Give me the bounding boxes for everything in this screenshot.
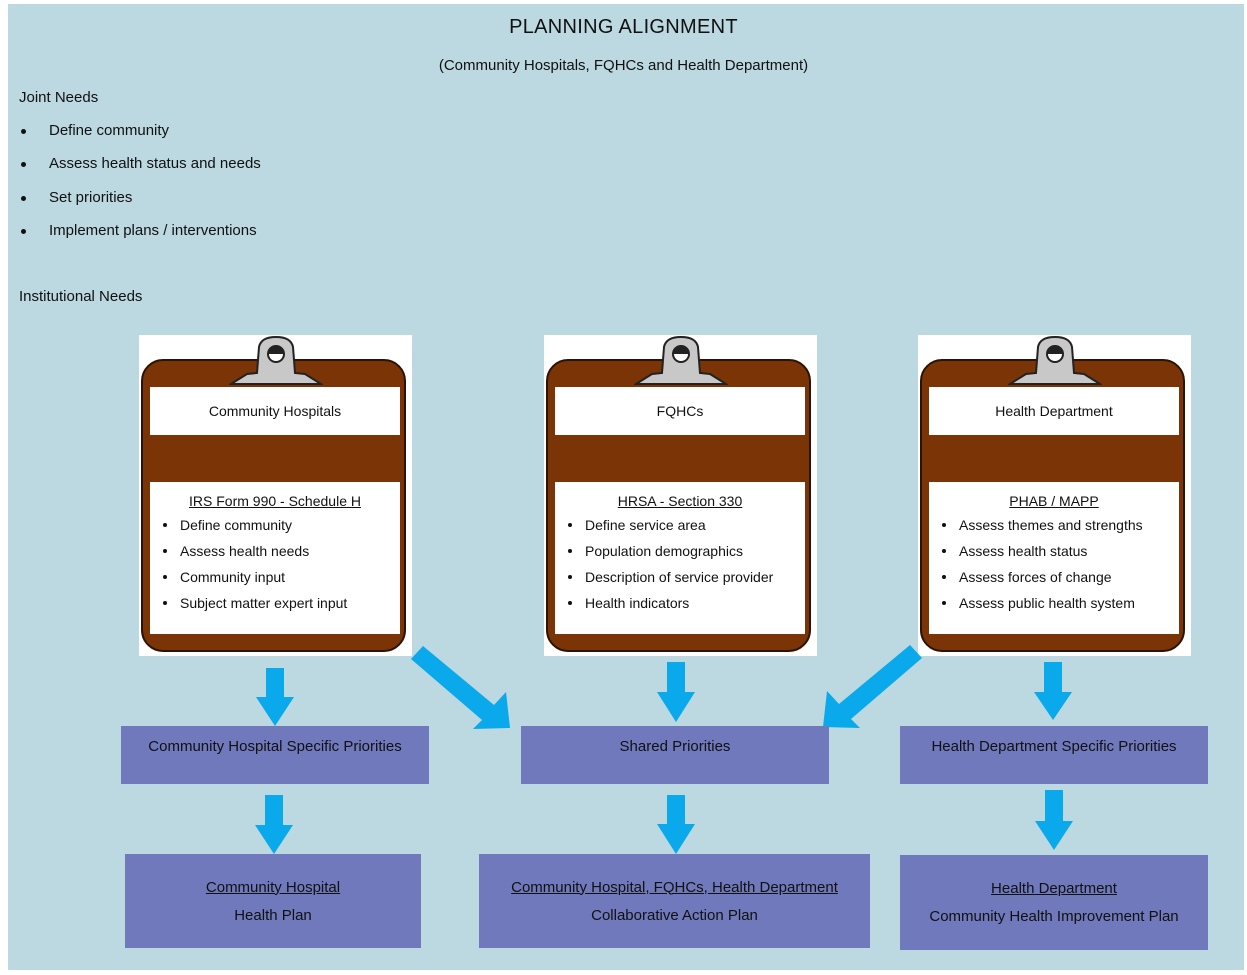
list-item: Subject matter expert input xyxy=(150,590,400,616)
collaborative-plan-box: Community Hospital, FQHCs, Health Depart… xyxy=(479,854,870,948)
clipboard-subheading: HRSA - Section 330 xyxy=(617,493,743,509)
health-department-plan-text: Community Health Improvement Plan xyxy=(929,908,1179,925)
joint-needs-list: Define community Assess health status an… xyxy=(19,120,261,253)
arrow-down-icon xyxy=(657,662,695,722)
list-item: Define community xyxy=(150,512,400,538)
page-subtitle: (Community Hospitals, FQHCs and Health D… xyxy=(438,57,809,74)
clipboard-clasp-icon xyxy=(1008,335,1102,385)
clipboard-title: Community Hospitals xyxy=(150,387,400,435)
arrow-down-icon xyxy=(1035,790,1073,850)
hospital-plan-box: Community Hospital Health Plan xyxy=(125,854,421,948)
list-item: Assess public health system xyxy=(929,590,1179,616)
clipboard-fqhcs: FQHCs HRSA - Section 330 Define service … xyxy=(544,335,817,656)
list-item: Assess health needs xyxy=(150,538,400,564)
list-item: Define community xyxy=(19,120,261,153)
list-item: Population demographics xyxy=(555,538,805,564)
hospital-plan-title: Community Hospital xyxy=(205,878,341,896)
clipboard-health-department: Health Department PHAB / MAPP Assess the… xyxy=(918,335,1191,656)
clipboard-content: PHAB / MAPP Assess themes and strengths … xyxy=(929,482,1179,634)
list-item: Community input xyxy=(150,564,400,590)
health-department-plan-box: Health Department Community Health Impro… xyxy=(900,855,1208,950)
arrow-down-icon xyxy=(1034,662,1072,720)
list-item: Description of service provider xyxy=(555,564,805,590)
clipboard-clasp-icon xyxy=(229,335,323,385)
list-item: Define service area xyxy=(555,512,805,538)
clipboard-title: FQHCs xyxy=(555,387,805,435)
arrow-diagonal-icon xyxy=(823,645,922,728)
list-item: Assess forces of change xyxy=(929,564,1179,590)
clipboard-content: HRSA - Section 330 Define service area P… xyxy=(555,482,805,634)
list-item: Health indicators xyxy=(555,590,805,616)
shared-priorities-label: Shared Priorities xyxy=(619,738,731,755)
hospital-plan-text: Health Plan xyxy=(234,906,312,924)
hospital-priorities-label: Community Hospital Specific Priorities xyxy=(148,738,402,755)
list-item: Assess health status xyxy=(929,538,1179,564)
arrow-down-icon xyxy=(657,795,695,854)
institutional-needs-heading: Institutional Needs xyxy=(19,288,143,305)
health-department-priorities-label: Health Department Specific Priorities xyxy=(931,738,1177,755)
arrow-down-icon xyxy=(256,668,294,726)
clipboard-subheading: IRS Form 990 - Schedule H xyxy=(189,493,361,509)
clipboard-title: Health Department xyxy=(929,387,1179,435)
arrow-diagonal-icon xyxy=(411,646,510,729)
clipboard-clasp-icon xyxy=(634,335,728,385)
list-item: Set priorities xyxy=(19,187,261,220)
hospital-priorities-box: Community Hospital Specific Priorities xyxy=(121,726,429,784)
clipboard-subheading: PHAB / MAPP xyxy=(1009,493,1099,509)
shared-priorities-box: Shared Priorities xyxy=(521,726,829,784)
arrow-down-icon xyxy=(255,795,293,854)
list-item: Implement plans / interventions xyxy=(19,220,261,253)
joint-needs-heading: Joint Needs xyxy=(19,89,99,106)
clipboard-content: IRS Form 990 - Schedule H Define communi… xyxy=(150,482,400,634)
collaborative-plan-title: Community Hospital, FQHCs, Health Depart… xyxy=(511,878,838,896)
list-item: Assess themes and strengths xyxy=(929,512,1179,538)
list-item: Assess health status and needs xyxy=(19,153,261,186)
collaborative-plan-text: Collaborative Action Plan xyxy=(591,906,758,924)
clipboard-community-hospitals: Community Hospitals IRS Form 990 - Sched… xyxy=(139,335,412,656)
health-department-priorities-box: Health Department Specific Priorities xyxy=(900,726,1208,784)
health-department-plan-title: Health Department xyxy=(991,880,1117,897)
page-title: PLANNING ALIGNMENT xyxy=(509,16,738,38)
